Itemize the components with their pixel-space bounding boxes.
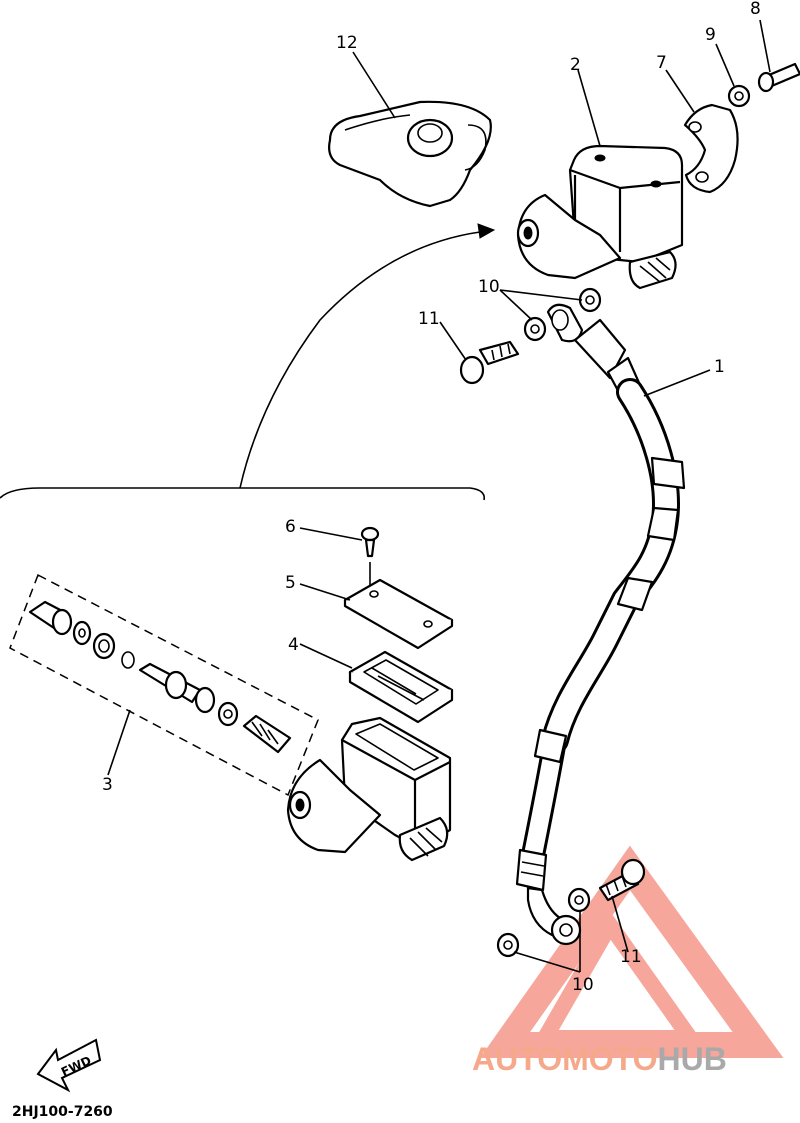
- diagram-code: 2HJ100-7260: [12, 1104, 113, 1120]
- label-part-11-bottom: 11: [620, 947, 642, 967]
- label-part-5: 5: [285, 573, 296, 593]
- label-part-4: 4: [288, 635, 299, 655]
- brake-hose-part: [515, 303, 686, 946]
- union-bolt-part-11-bottom: [598, 858, 646, 902]
- washer-part-9: [727, 84, 751, 108]
- detail-boundary: [0, 223, 496, 501]
- reservoir-cap-part-5: [343, 578, 454, 650]
- label-part-9: 9: [705, 25, 716, 45]
- union-bolt-part-11-top: [459, 340, 520, 385]
- watermark-triangle-icon: [479, 845, 784, 1058]
- watermark-moto: MOTO: [562, 1041, 657, 1077]
- screw-part-6: [360, 526, 380, 590]
- label-part-10-top: 10: [478, 277, 500, 297]
- label-part-1: 1: [714, 357, 725, 377]
- label-part-3: 3: [102, 775, 113, 795]
- label-part-10-bottom: 10: [572, 975, 594, 995]
- clamp-part: [683, 103, 739, 194]
- washer-part-10-bottom: [496, 887, 591, 958]
- label-part-7: 7: [656, 53, 667, 73]
- watermark-hub: HUB: [657, 1041, 726, 1077]
- bolt-part-8: [757, 62, 800, 93]
- label-part-12: 12: [336, 33, 358, 53]
- washer-part-10-top: [523, 287, 602, 342]
- diaphragm-part-4: [348, 650, 454, 724]
- boot-cover-part: [328, 100, 492, 208]
- master-cylinder-body-lower: [286, 716, 452, 862]
- label-part-6: 6: [285, 517, 296, 537]
- master-cylinder-part: [516, 144, 684, 290]
- watermark-auto: AUTO: [472, 1041, 562, 1077]
- label-part-2: 2: [570, 55, 581, 75]
- watermark-logo: AUTOMOTOHUB: [472, 1041, 727, 1077]
- piston-kit-part-3: [9, 573, 319, 797]
- label-part-11-top: 11: [418, 309, 440, 329]
- fwd-arrow-icon: FWD: [36, 1038, 102, 1093]
- label-part-8: 8: [750, 0, 761, 19]
- leader-lines: [299, 19, 771, 973]
